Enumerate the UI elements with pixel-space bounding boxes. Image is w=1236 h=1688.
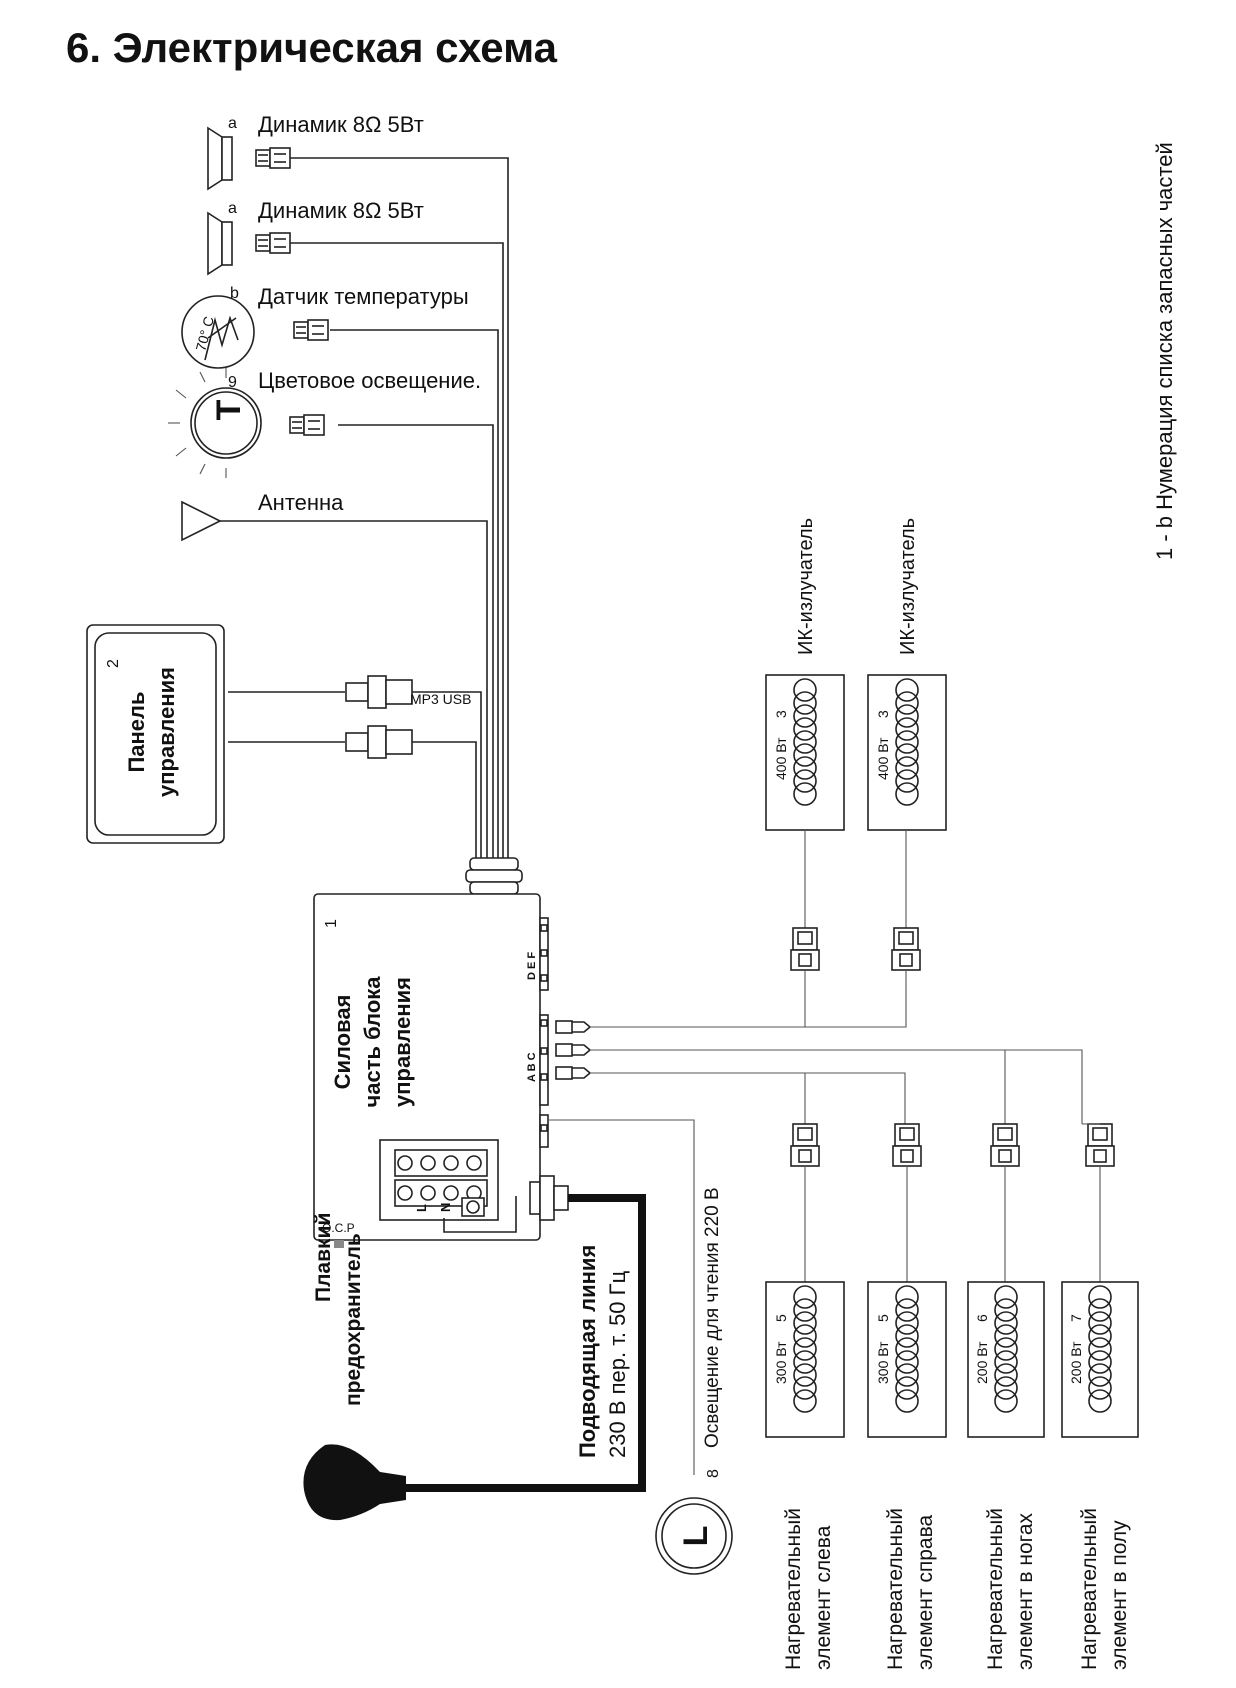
- reading-light: Освещение для чтения 220 В 8 L: [548, 1119, 733, 1575]
- parts-numbering-note: 1 - b Нумерация списка запасных частей: [1152, 142, 1177, 560]
- output-wiring: [555, 985, 1083, 1124]
- heater-left: 300 Вт 5 Нагревательный элемент слева: [765, 1123, 845, 1670]
- reading-lamp-icon: [655, 1497, 733, 1575]
- speaker-tag: a: [228, 115, 237, 132]
- control-panel: 2 Панель управления: [86, 624, 225, 844]
- heater-power: 200 Вт: [974, 1341, 990, 1384]
- page-title: 6. Электрическая схема: [66, 24, 558, 71]
- power-unit-line3: управления: [390, 977, 415, 1107]
- speaker-label: Динамик 8Ω 5Вт: [258, 112, 424, 137]
- heater-power: 200 Вт: [1068, 1341, 1084, 1384]
- ports-def: D E F: [526, 952, 538, 980]
- heater-line2: элемент в ногах: [1014, 1513, 1037, 1670]
- heater-feet: 200 Вт 6 Нагревательный элемент в ногах: [967, 1123, 1045, 1670]
- ports-abc: A B C: [526, 1052, 538, 1082]
- power-unit-line2: часть блока: [360, 976, 385, 1108]
- power-unit-num: 1: [323, 919, 340, 928]
- speaker-icon: [207, 211, 233, 276]
- heater-floor: 200 Вт 7 Нагревательный элемент в полу: [1061, 1123, 1139, 1670]
- panel-label-line1: Панель: [124, 691, 149, 772]
- heater-power: 300 Вт: [773, 1341, 789, 1384]
- speaker-label: Динамик 8Ω 5Вт: [258, 198, 424, 223]
- terminal-l: L: [414, 1204, 429, 1212]
- plug-icon: [303, 1444, 406, 1521]
- panel-connector-1: MP3 USB: [345, 675, 471, 709]
- fuse-icon: [334, 1240, 344, 1248]
- ir-label: ИК-излучатель: [795, 518, 817, 655]
- ir-num: 3: [773, 710, 789, 718]
- mp3-usb-label: MP3 USB: [410, 691, 471, 707]
- terminal-block: L N: [379, 1139, 499, 1221]
- antenna-label: Антенна: [258, 490, 344, 515]
- power-unit-line1: Силовая: [330, 995, 355, 1090]
- speaker-tag: a: [228, 200, 237, 217]
- speaker-1: a Динамик 8Ω 5Вт: [207, 112, 424, 191]
- ir-power: 400 Вт: [773, 737, 789, 780]
- bus-wires: [220, 157, 509, 858]
- speaker-2: a Динамик 8Ω 5Вт: [207, 198, 424, 276]
- supply-cable: [303, 1175, 646, 1521]
- panel-num: 2: [105, 659, 122, 668]
- heater-line1: Нагревательный: [1078, 1508, 1101, 1670]
- light-tag: 9: [228, 374, 237, 391]
- supply-label-line1: Подводящая линия: [575, 1245, 600, 1458]
- heater-line1: Нагревательный: [782, 1508, 805, 1670]
- heater-right: 300 Вт 5 Нагревательный элемент справа: [867, 1123, 947, 1670]
- speaker-icon: [207, 126, 233, 191]
- temp-label: Датчик температуры: [258, 284, 469, 309]
- reading-lamp-mark: L: [677, 1526, 715, 1547]
- temp-tag: b: [230, 285, 239, 302]
- supply-label-line2: 230 В пер. т. 50 Гц: [605, 1270, 630, 1458]
- antenna: Антенна: [181, 490, 344, 542]
- heater-power: 300 Вт: [875, 1341, 891, 1384]
- heater-line2: элемент справа: [914, 1514, 937, 1670]
- heater-line2: элемент в полу: [1108, 1520, 1131, 1670]
- heater-num: 5: [773, 1314, 789, 1322]
- heater-line2: элемент слева: [812, 1525, 835, 1670]
- heater-num: 5: [875, 1314, 891, 1322]
- heater-num: 7: [1068, 1314, 1084, 1322]
- panel-connector-2: [345, 725, 413, 759]
- terminal-n: N: [438, 1203, 453, 1212]
- lamp-mark: T: [210, 399, 248, 420]
- fuse-label-line1: Плавкий: [312, 1213, 335, 1302]
- reading-light-num: 8: [705, 1469, 722, 1478]
- thermostat-icon: [181, 295, 255, 369]
- heater-line1: Нагревательный: [884, 1508, 907, 1670]
- heater-num: 6: [974, 1314, 990, 1322]
- ir-emitter-1: 400 Вт 3 ИК-излучатель: [765, 518, 845, 985]
- heater-line1: Нагревательный: [984, 1508, 1007, 1670]
- color-light: T 9 Цветовое освещение.: [168, 368, 481, 478]
- fuse-label-line2: предохранитель: [342, 1233, 365, 1406]
- ir-num: 3: [875, 710, 891, 718]
- cable-gland: [465, 857, 523, 895]
- temperature-sensor: 70° C b Датчик температуры: [181, 284, 469, 369]
- ocp-label: O.C.P: [322, 1221, 355, 1235]
- lamp-icon: [168, 368, 262, 478]
- panel-label-line2: управления: [154, 667, 179, 797]
- reading-light-label: Освещение для чтения 220 В: [702, 1187, 723, 1448]
- antenna-icon: [181, 500, 222, 542]
- ir-emitter-2: 400 Вт 3 ИК-излучатель: [867, 518, 947, 985]
- ir-power: 400 Вт: [875, 737, 891, 780]
- power-unit: 1 Силовая часть блока управления D E F A…: [313, 893, 549, 1248]
- light-label: Цветовое освещение.: [258, 368, 481, 393]
- ir-label: ИК-излучатель: [897, 518, 919, 655]
